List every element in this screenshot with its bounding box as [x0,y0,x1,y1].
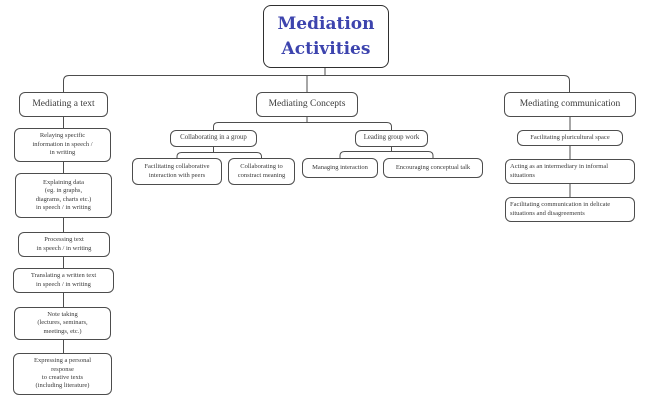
node-mediating-concepts: Mediating Concepts [256,92,358,117]
node-acting-as-intermediary: Acting as an intermediary in informal si… [505,159,635,184]
node-collaborating-in-a-group: Collaborating in a group [170,130,257,147]
node-collaborating-to-constract-meaning: Collaborating to constract meaning [228,158,295,185]
node-explaining-data: Explaining data (eg. in graphs, diagrams… [15,173,112,218]
node-mediating-communication: Mediating communication [504,92,636,117]
node-note-taking: Note taking (lectures, seminars, meeting… [14,307,111,340]
node-leading-group-work: Leading group work [355,130,428,147]
node-encouraging-conceptual-talk: Encouraging conceptual talk [383,158,483,178]
node-mediating-a-text: Mediating a text [19,92,108,117]
node-translating-written-text: Translating a written text in speech / i… [13,268,114,293]
node-mediation-activities: Mediation Activities [263,5,389,68]
node-processing-text: Processing text in speech / in writing [18,232,110,257]
node-facilitating-communication-delicate: Facilitating communication in delicate s… [505,197,635,222]
node-facilitating-pluricultural-space: Facilitating pluricultural space [517,130,623,146]
node-relaying-specific-information: Relaying specific information in speech … [14,128,111,162]
node-facilitating-collaborative-interaction: Facilitating collaborative interaction w… [132,158,222,185]
node-managing-interaction: Managing interaction [302,158,378,178]
node-expressing-personal-response: Expressing a personal response to creati… [13,353,112,395]
